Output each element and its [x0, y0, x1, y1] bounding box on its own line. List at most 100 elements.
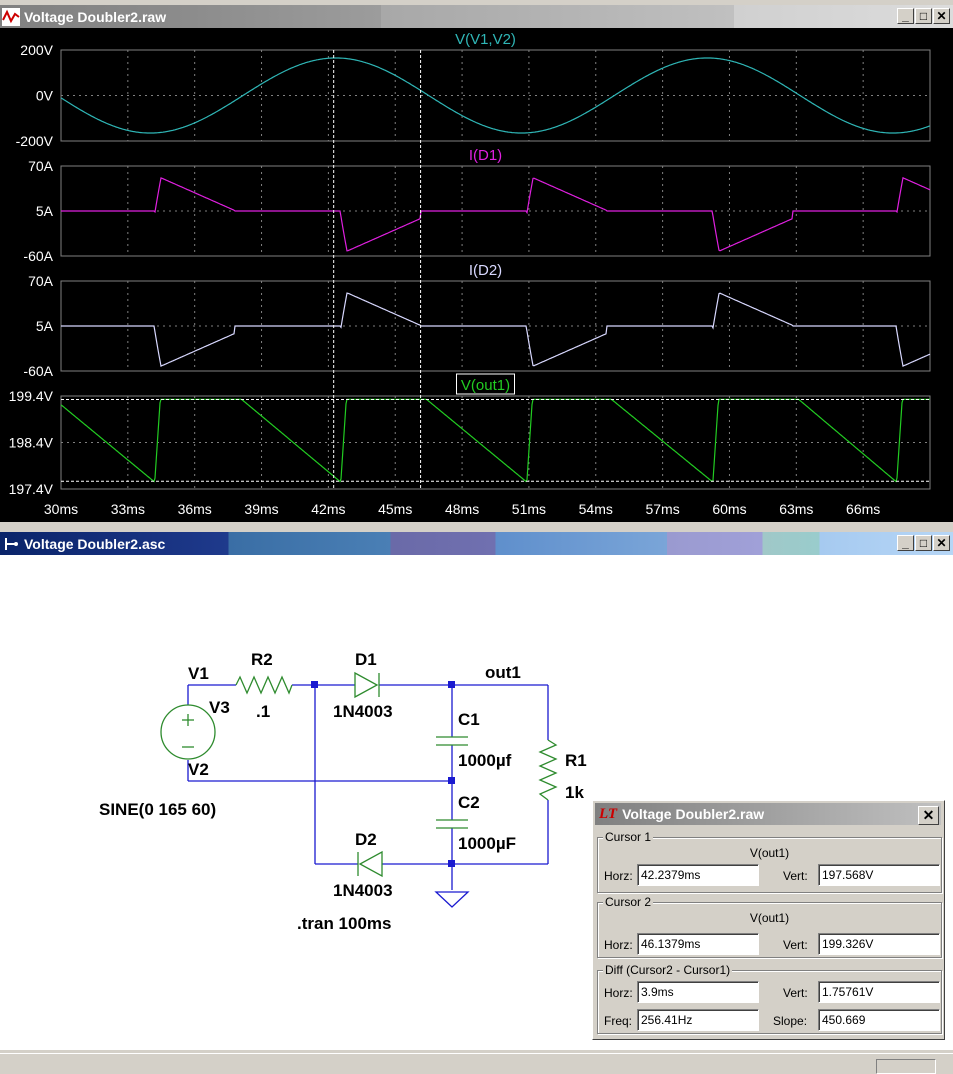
label-c2-value: 1000µF: [458, 834, 516, 853]
close-button[interactable]: ✕: [933, 535, 950, 551]
label-r2: R2: [251, 650, 273, 669]
label-r2-value: .1: [256, 702, 270, 721]
x-tick-label: 45ms: [378, 501, 412, 517]
x-tick-label: 39ms: [244, 501, 278, 517]
trace-id2[interactable]: [61, 292, 931, 367]
x-tick-label: 60ms: [712, 501, 746, 517]
cursor2-label: Cursor 2: [603, 895, 654, 909]
label-d2: D2: [355, 830, 377, 849]
y-tick-label: 200V: [20, 42, 53, 58]
label-r1-value: 1k: [565, 783, 584, 802]
junction-dot: [448, 777, 455, 784]
cursor-readout-dialog[interactable]: LT Voltage Doubler2.raw ✕ Cursor 1 V(out…: [592, 800, 945, 1040]
cursor2-vert-field[interactable]: [818, 933, 940, 955]
cursor2-trace: V(out1): [749, 911, 790, 925]
trace-vout1[interactable]: [60, 398, 930, 483]
cursor1-horz-field[interactable]: [637, 864, 759, 886]
waveform-plot[interactable]: 200V0V-200VV(V1,V2)70A5A-60AI(D1)70A5A-6…: [0, 28, 953, 522]
voltage-source-symbol[interactable]: [160, 704, 216, 760]
x-tick-label: 54ms: [579, 501, 613, 517]
label-v2: V2: [188, 760, 209, 779]
close-button[interactable]: ✕: [933, 8, 950, 24]
cursor1-label: Cursor 1: [603, 830, 654, 844]
x-tick-label: 51ms: [512, 501, 546, 517]
x-tick-label: 57ms: [645, 501, 679, 517]
label-r1: R1: [565, 751, 587, 770]
label-source-function: SINE(0 165 60): [99, 800, 216, 819]
schematic-window-titlebar[interactable]: Voltage Doubler2.asc _ □ ✕: [0, 532, 953, 555]
spice-directive-tran[interactable]: .tran 100ms: [297, 914, 392, 933]
maximize-button[interactable]: □: [915, 535, 932, 551]
y-tick-label: 0V: [36, 88, 54, 104]
waveform-icon: [2, 7, 20, 26]
trace-id1[interactable]: [61, 176, 931, 252]
diode-d2-symbol[interactable]: [357, 850, 383, 878]
diff-horz-field[interactable]: [637, 981, 759, 1003]
cursor-dialog-title: Voltage Doubler2.raw: [622, 806, 765, 822]
diff-slope-field[interactable]: [818, 1009, 940, 1031]
y-tick-label: 197.4V: [9, 481, 54, 497]
junction-dot: [448, 681, 455, 688]
plot-window-titlebar[interactable]: Voltage Doubler2.raw _ □ ✕: [0, 5, 953, 28]
cursor2-horz-field[interactable]: [637, 933, 759, 955]
y-tick-label: -200V: [16, 133, 54, 149]
label-v3: V3: [209, 698, 230, 717]
trace-vv1v2[interactable]: [60, 57, 931, 134]
diode-d1-symbol[interactable]: [354, 671, 380, 699]
minimize-button[interactable]: _: [897, 535, 914, 551]
ltspice-logo-icon: LT: [599, 805, 618, 822]
x-tick-label: 66ms: [846, 501, 880, 517]
trace-title[interactable]: I(D1): [469, 147, 502, 164]
cursor1-group: Cursor 1 V(out1) Horz: Vert:: [597, 830, 942, 893]
diff-freq-field[interactable]: [637, 1009, 759, 1031]
diff-label: Diff (Cursor2 - Cursor1): [603, 963, 733, 977]
status-bar: [0, 1053, 953, 1074]
label-c2: C2: [458, 793, 480, 812]
horz-label: Horz:: [604, 938, 633, 952]
plot-window-title: Voltage Doubler2.raw: [24, 8, 167, 25]
slope-label: Slope:: [773, 1014, 808, 1028]
minimize-button[interactable]: _: [897, 8, 914, 24]
vert-label: Vert:: [783, 938, 808, 952]
schematic-icon: [5, 537, 18, 550]
schematic-window-title: Voltage Doubler2.asc: [24, 535, 166, 552]
label-v1: V1: [188, 664, 209, 683]
y-tick-label: 70A: [28, 158, 54, 174]
maximize-button[interactable]: □: [915, 8, 932, 24]
label-d1: D1: [355, 650, 377, 669]
y-tick-label: 5A: [36, 318, 54, 334]
diff-group: Diff (Cursor2 - Cursor1) Horz: Vert: Fre…: [597, 963, 942, 1034]
capacitor-c1-symbol[interactable]: [436, 736, 468, 746]
x-tick-label: 63ms: [779, 501, 813, 517]
x-tick-label: 33ms: [111, 501, 145, 517]
cursor1-vert-field[interactable]: [818, 864, 940, 886]
trace-title[interactable]: I(D2): [469, 262, 502, 279]
close-button[interactable]: ✕: [918, 806, 939, 825]
vert-label: Vert:: [783, 869, 808, 883]
label-out1: out1: [485, 663, 521, 682]
cursor1-trace: V(out1): [749, 846, 790, 860]
label-c1-value: 1000µf: [458, 751, 512, 770]
trace-title[interactable]: V(out1): [461, 377, 510, 394]
resistor-r1-symbol[interactable]: [538, 739, 558, 801]
vert-label: Vert:: [783, 986, 808, 1000]
y-tick-label: 199.4V: [9, 388, 54, 404]
x-tick-label: 30ms: [44, 501, 78, 517]
trace-title[interactable]: V(V1,V2): [455, 31, 516, 48]
junction-dot: [311, 681, 318, 688]
label-d2-model: 1N4003: [333, 881, 393, 900]
horz-label: Horz:: [604, 869, 633, 883]
cursor2-group: Cursor 2 V(out1) Horz: Vert:: [597, 895, 942, 958]
horz-label: Horz:: [604, 986, 633, 1000]
y-tick-label: 198.4V: [9, 435, 54, 451]
selected-trace-box: [456, 373, 515, 395]
x-tick-label: 48ms: [445, 501, 479, 517]
capacitor-c2-symbol[interactable]: [436, 819, 468, 829]
diff-vert-field[interactable]: [818, 981, 940, 1003]
y-tick-label: -60A: [23, 248, 53, 264]
label-c1: C1: [458, 710, 480, 729]
label-d1-model: 1N4003: [333, 702, 393, 721]
resistor-r2-symbol[interactable]: [235, 675, 293, 695]
cursor-dialog-titlebar[interactable]: LT Voltage Doubler2.raw ✕: [595, 803, 941, 825]
